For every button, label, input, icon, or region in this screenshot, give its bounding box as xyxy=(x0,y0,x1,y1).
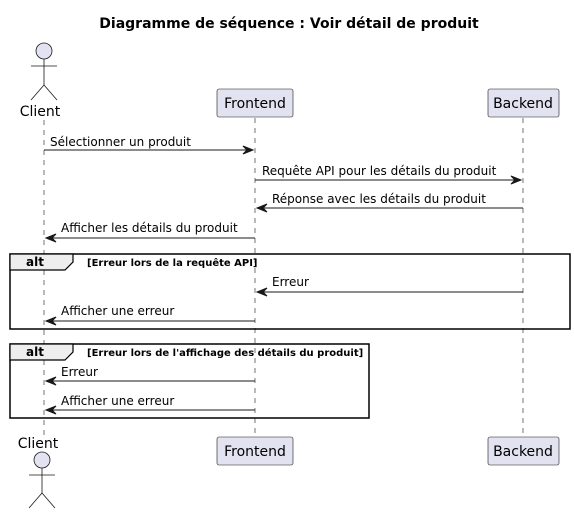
alt-fragment-1-keyword: alt xyxy=(26,255,44,269)
alt-fragment-2-guard: [Erreur lors de l'affichage des détails … xyxy=(87,347,363,359)
message-4: Afficher les détails du produit xyxy=(44,221,255,243)
backend-label-top: Backend xyxy=(493,96,553,112)
alt-fragment-2-keyword: alt xyxy=(26,345,44,359)
message-2-label: Requête API pour les détails du produit xyxy=(262,164,497,178)
frontend-label-bottom: Frontend xyxy=(224,444,286,460)
message-3: Réponse avec les détails du produit xyxy=(255,192,523,213)
backend-label-bottom: Backend xyxy=(493,444,553,460)
client-actor-top xyxy=(30,42,58,101)
alt-fragment-1: alt [Erreur lors de la requête API] xyxy=(9,253,571,330)
message-5-label: Erreur xyxy=(272,275,309,289)
message-8: Afficher une erreur xyxy=(44,394,255,415)
message-1: Sélectionner un produit xyxy=(44,135,255,155)
frontend-box-bottom: Frontend xyxy=(216,436,294,466)
frontend-label-top: Frontend xyxy=(224,96,286,112)
backend-box-bottom: Backend xyxy=(487,436,560,466)
message-6-label: Afficher une erreur xyxy=(61,304,174,318)
backend-box-top: Backend xyxy=(487,88,560,118)
message-3-label: Réponse avec les détails du produit xyxy=(272,192,486,206)
actor-head-icon xyxy=(35,42,53,60)
actor-head-icon xyxy=(33,451,51,469)
client-actor-bottom xyxy=(28,451,56,509)
client-label-bottom: Client xyxy=(18,436,59,452)
message-1-label: Sélectionner un produit xyxy=(50,135,191,149)
alt-fragment-2: alt [Erreur lors de l'affichage des déta… xyxy=(9,343,370,419)
frontend-box-top: Frontend xyxy=(216,88,294,118)
client-label-top: Client xyxy=(20,104,61,120)
message-4-label: Afficher les détails du produit xyxy=(61,221,238,235)
message-2: Requête API pour les détails du produit xyxy=(255,164,523,185)
alt-fragment-1-guard: [Erreur lors de la requête API] xyxy=(87,257,258,269)
message-8-label: Afficher une erreur xyxy=(61,394,174,408)
diagram-title: Diagramme de séquence : Voir détail de p… xyxy=(99,16,479,32)
message-6: Afficher une erreur xyxy=(44,304,255,326)
message-5: Erreur xyxy=(255,275,523,297)
message-7-label: Erreur xyxy=(61,365,98,379)
message-7: Erreur xyxy=(44,365,255,386)
